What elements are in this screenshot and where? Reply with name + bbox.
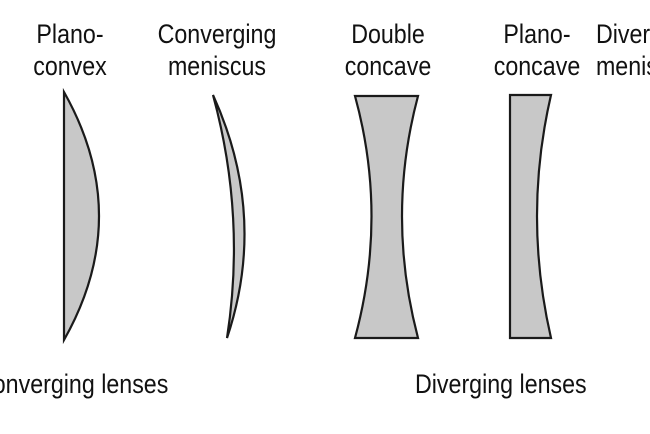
lens-title-plano-convex: Plano- convex [6, 18, 135, 82]
lens-title-double-concave: Double concave [324, 18, 453, 82]
lens-title-line: Plano- [503, 19, 571, 49]
lens-title-line: Plano- [36, 19, 104, 49]
diverging-lenses-label: Diverging lenses [415, 369, 587, 399]
double-concave-lens-shape [353, 94, 420, 340]
lens-title-plano-concave: Plano- concave [473, 18, 602, 82]
lens-title-diverging-meniscus: Diverging meniscus [581, 18, 650, 82]
lens-title-line: Diverging [595, 19, 650, 49]
plano-convex-lens-shape [62, 87, 100, 345]
lens-title-line: Double [351, 19, 425, 49]
converging-meniscus-lens-shape [211, 94, 246, 339]
lens-title-line: concave [493, 51, 581, 81]
lens-title-line: convex [33, 51, 107, 81]
lens-title-line: meniscus [595, 51, 650, 81]
lens-title-line: Converging [157, 19, 277, 49]
plano-concave-lens-shape [508, 93, 553, 340]
lens-title-converging-meniscus: Converging meniscus [153, 18, 282, 82]
lens-title-line: concave [344, 51, 432, 81]
converging-lenses-label: Converging lenses [0, 369, 169, 399]
lens-title-line: meniscus [167, 51, 267, 81]
